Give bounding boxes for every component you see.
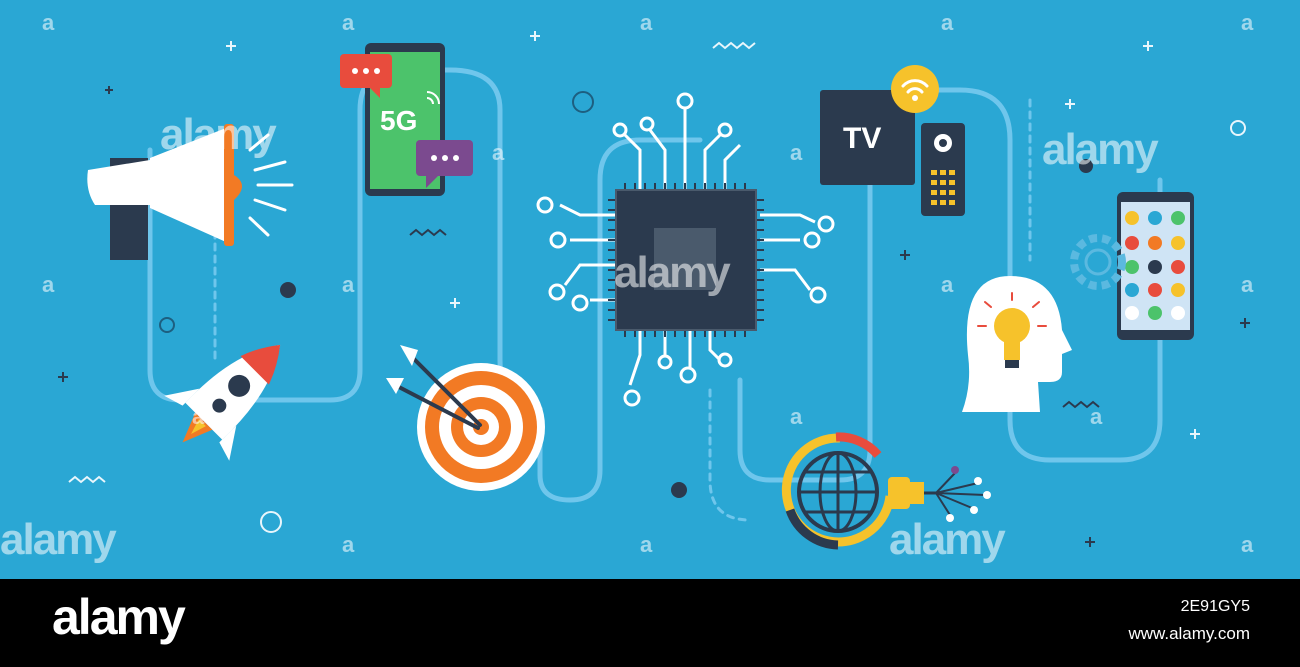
watermark-letter: a <box>790 404 803 429</box>
watermark-text: alamy <box>1042 125 1159 174</box>
watermark-letter: a <box>1241 532 1254 557</box>
plug-icon <box>888 466 991 522</box>
watermark-letter: a <box>941 10 954 35</box>
illustration: 5G <box>0 0 1300 579</box>
watermark-letter: a <box>42 10 55 35</box>
watermark-text: alamy <box>614 248 731 297</box>
zigzag-marks <box>68 41 1100 484</box>
cpu-chip-icon <box>536 92 835 407</box>
plus-marks <box>58 31 1250 547</box>
watermark-text: alamy <box>160 110 277 159</box>
wifi-icon <box>891 65 939 113</box>
watermark-letter: a <box>790 140 803 165</box>
watermark-letter: a <box>192 404 205 429</box>
watermark-text: alamy <box>0 515 117 564</box>
footer-bar <box>0 579 1300 667</box>
watermark-letter: a <box>492 140 505 165</box>
chat-bubble-icon <box>340 54 392 98</box>
watermark-text: alamy <box>889 515 1006 564</box>
watermark-letter: a <box>1090 404 1103 429</box>
watermark-letter: a <box>640 10 653 35</box>
globe-icon <box>781 432 895 550</box>
site-url: www.alamy.com <box>1128 624 1250 643</box>
rocket-icon <box>164 344 281 461</box>
tv-label: TV <box>843 122 881 155</box>
phone-5g-label: 5G <box>380 105 417 136</box>
watermark-letter: a <box>1241 10 1254 35</box>
watermark-letter: a <box>342 272 355 297</box>
watermark-letter: a <box>1241 272 1254 297</box>
watermark-letter: a <box>941 272 954 297</box>
watermark-letter: a <box>342 10 355 35</box>
megaphone-icon <box>87 124 294 260</box>
target-icon <box>386 345 545 491</box>
winding-path <box>147 67 1163 522</box>
gear-icon <box>1070 234 1126 290</box>
watermark-letter: a <box>342 532 355 557</box>
smartphone-apps-icon <box>1117 192 1194 340</box>
head-lightbulb-icon <box>962 276 1072 412</box>
watermark-letter: a <box>42 272 55 297</box>
illustration-canvas: 5G <box>58 31 1250 550</box>
tv-icon: TV <box>820 90 915 185</box>
watermark-letter: a <box>640 532 653 557</box>
footer-logo: alamy <box>52 589 186 645</box>
chat-bubble-icon <box>416 140 473 188</box>
remote-control-icon <box>921 123 965 216</box>
decorations <box>159 91 1246 533</box>
watermark-letter: a <box>192 140 205 165</box>
image-id: 2E91GY5 <box>1180 598 1250 615</box>
